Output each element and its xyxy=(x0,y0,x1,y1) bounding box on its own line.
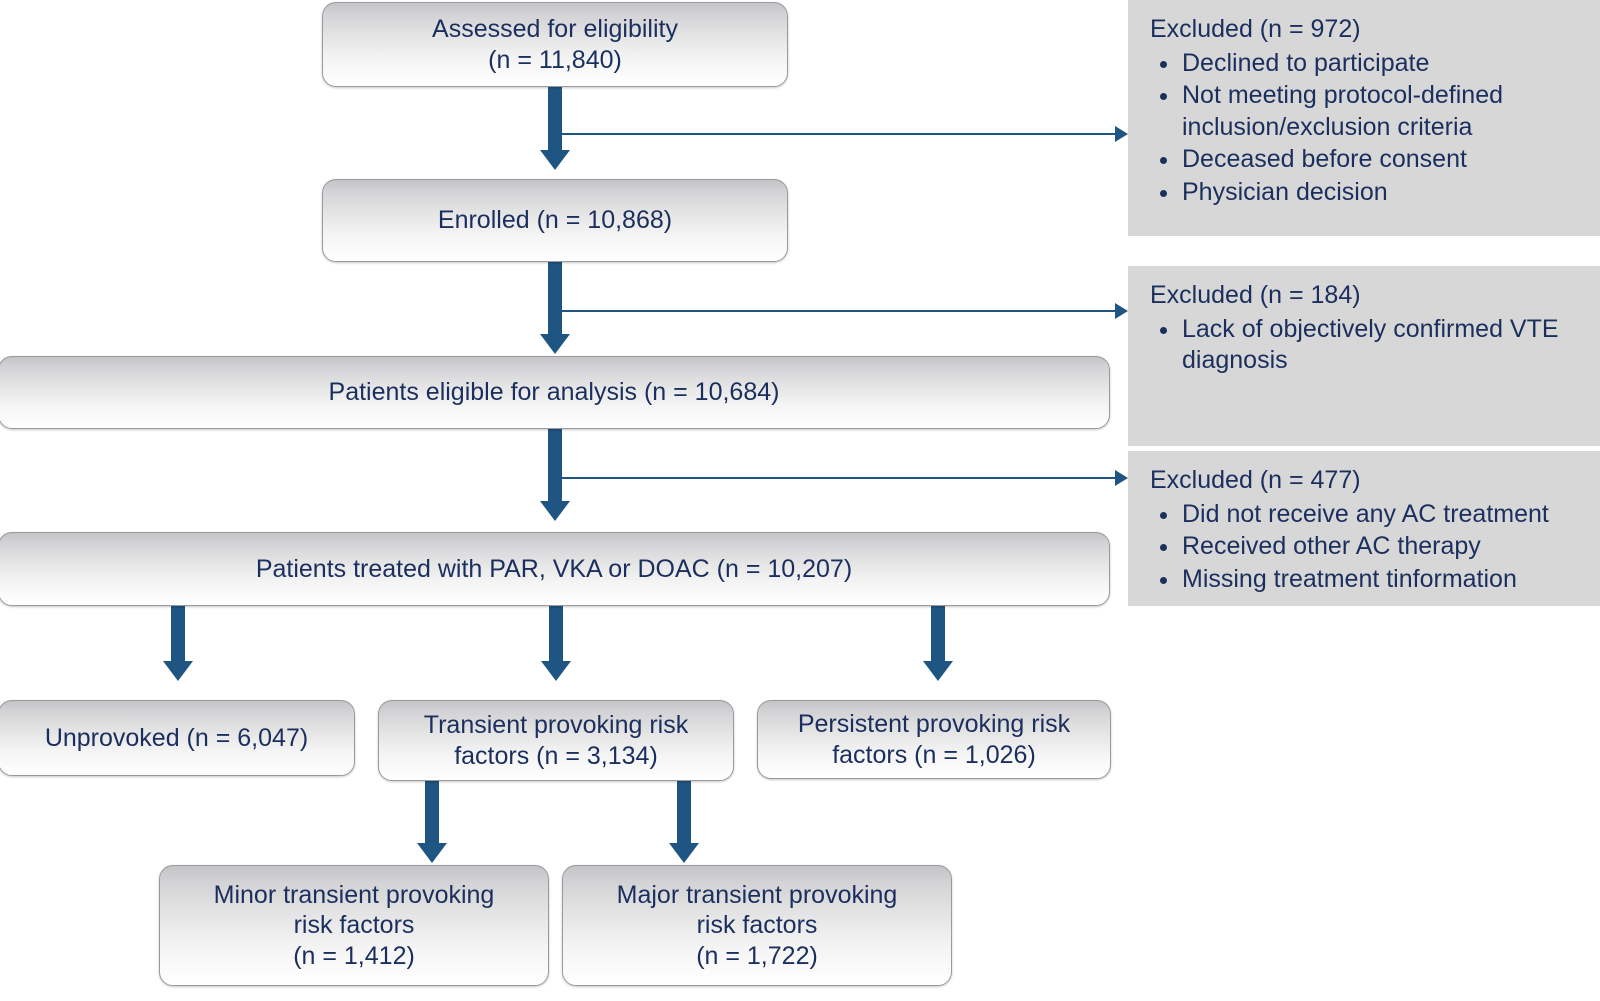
node-treated-text: Patients treated with PAR, VKA or DOAC (… xyxy=(246,554,862,585)
list-item: Lack of objectively confirmed VTE diagno… xyxy=(1150,314,1582,377)
arrowhead-transient-to-major xyxy=(669,843,699,863)
connector-transient-to-minor xyxy=(425,781,439,843)
arrowhead-assessed-to-enrolled xyxy=(540,150,570,170)
node-unprovoked-text: Unprovoked (n = 6,047) xyxy=(35,723,318,754)
node-persistent-text: Persistent provoking risk factors (n = 1… xyxy=(788,709,1080,770)
node-assessed-line1: Assessed for eligibility xyxy=(432,15,678,43)
list-item: Deceased before consent xyxy=(1150,144,1582,176)
panel-excluded-1-title: Excluded (n = 972) xyxy=(1150,15,1361,43)
list-item: Received other AC therapy xyxy=(1150,531,1582,563)
arrowhead-transient-to-minor xyxy=(417,843,447,863)
node-major-line1: Major transient provoking xyxy=(616,880,898,909)
list-item: Did not receive any AC treatment xyxy=(1150,499,1582,531)
arrowhead-treated-to-persistent xyxy=(923,661,953,681)
node-persistent-line2: factors (n = 1,026) xyxy=(832,740,1036,769)
node-minor-line1: Minor transient provoking xyxy=(213,880,495,909)
connector-enrolled-to-excluded-2 xyxy=(556,310,1118,312)
connector-assessed-to-excluded-1 xyxy=(556,133,1118,135)
node-patients-treated[interactable]: Patients treated with PAR, VKA or DOAC (… xyxy=(0,532,1110,606)
node-transient-line1: Transient provoking risk xyxy=(423,711,689,739)
arrowhead-assessed-to-excluded-1 xyxy=(1115,126,1128,142)
node-minor-transient[interactable]: Minor transient provoking risk factors (… xyxy=(159,865,549,986)
panel-excluded-3: Excluded (n = 477) Did not receive any A… xyxy=(1128,451,1600,606)
node-minor-line2: risk factors xyxy=(293,911,415,940)
arrowhead-enrolled-to-excluded-2 xyxy=(1115,303,1128,319)
list-item: Missing treatment tinformation xyxy=(1150,564,1582,596)
node-enrolled-line1: Enrolled (n = 10,868) xyxy=(437,206,673,235)
arrowhead-enrolled-to-eligible xyxy=(540,334,570,354)
node-persistent-line1: Persistent provoking risk xyxy=(797,710,1071,738)
panel-excluded-1: Excluded (n = 972) Declined to participa… xyxy=(1128,0,1600,236)
connector-eligible-to-treated xyxy=(548,428,562,501)
list-item: Physician decision xyxy=(1150,177,1582,209)
connector-treated-to-persistent xyxy=(931,605,945,661)
panel-excluded-3-list: Did not receive any AC treatment Receive… xyxy=(1150,499,1582,596)
list-item: Declined to participate xyxy=(1150,48,1582,80)
connector-transient-to-major xyxy=(677,781,691,843)
connector-eligible-to-excluded-3 xyxy=(556,477,1118,479)
node-assessed-text: Assessed for eligibility (n = 11,840) xyxy=(422,14,688,75)
arrowhead-eligible-to-excluded-3 xyxy=(1115,470,1128,486)
arrowhead-eligible-to-treated xyxy=(540,501,570,521)
arrowhead-treated-to-unprovoked xyxy=(163,661,193,681)
node-assessed-line2: (n = 11,840) xyxy=(488,45,622,74)
node-treated-line1: Patients treated with PAR, VKA or DOAC (… xyxy=(255,554,853,583)
node-transient-line2: factors (n = 3,134) xyxy=(454,741,658,770)
connector-treated-to-unprovoked xyxy=(171,605,185,661)
list-item: Not meeting protocol-defined inclusion/e… xyxy=(1150,80,1582,143)
node-transient-text: Transient provoking risk factors (n = 3,… xyxy=(414,710,698,771)
node-transient-provoking[interactable]: Transient provoking risk factors (n = 3,… xyxy=(378,700,734,781)
arrowhead-treated-to-transient xyxy=(541,661,571,681)
node-eligible-line1: Patients eligible for analysis (n = 10,6… xyxy=(328,378,780,407)
node-patients-eligible-for-analysis[interactable]: Patients eligible for analysis (n = 10,6… xyxy=(0,356,1110,429)
node-minor-line3: (n = 1,412) xyxy=(293,941,415,970)
node-assessed-for-eligibility[interactable]: Assessed for eligibility (n = 11,840) xyxy=(322,2,788,87)
node-enrolled-text: Enrolled (n = 10,868) xyxy=(428,205,682,236)
panel-excluded-3-title: Excluded (n = 477) xyxy=(1150,466,1361,494)
node-major-transient[interactable]: Major transient provoking risk factors (… xyxy=(562,865,952,986)
panel-excluded-2-list: Lack of objectively confirmed VTE diagno… xyxy=(1150,314,1582,377)
panel-excluded-2: Excluded (n = 184) Lack of objectively c… xyxy=(1128,266,1600,446)
node-major-text: Major transient provoking risk factors (… xyxy=(607,880,908,972)
node-unprovoked-line1: Unprovoked (n = 6,047) xyxy=(44,723,309,752)
node-unprovoked[interactable]: Unprovoked (n = 6,047) xyxy=(0,700,355,776)
panel-excluded-1-list: Declined to participate Not meeting prot… xyxy=(1150,48,1582,209)
node-major-line3: (n = 1,722) xyxy=(696,941,818,970)
connector-treated-to-transient xyxy=(549,605,563,661)
connector-assessed-to-enrolled xyxy=(548,86,562,150)
panel-excluded-2-title: Excluded (n = 184) xyxy=(1150,281,1361,309)
connector-enrolled-to-eligible xyxy=(548,262,562,334)
node-major-line2: risk factors xyxy=(696,911,818,940)
node-persistent-provoking[interactable]: Persistent provoking risk factors (n = 1… xyxy=(757,700,1111,779)
node-eligible-text: Patients eligible for analysis (n = 10,6… xyxy=(319,377,790,408)
node-enrolled[interactable]: Enrolled (n = 10,868) xyxy=(322,179,788,262)
node-minor-text: Minor transient provoking risk factors (… xyxy=(204,880,505,972)
